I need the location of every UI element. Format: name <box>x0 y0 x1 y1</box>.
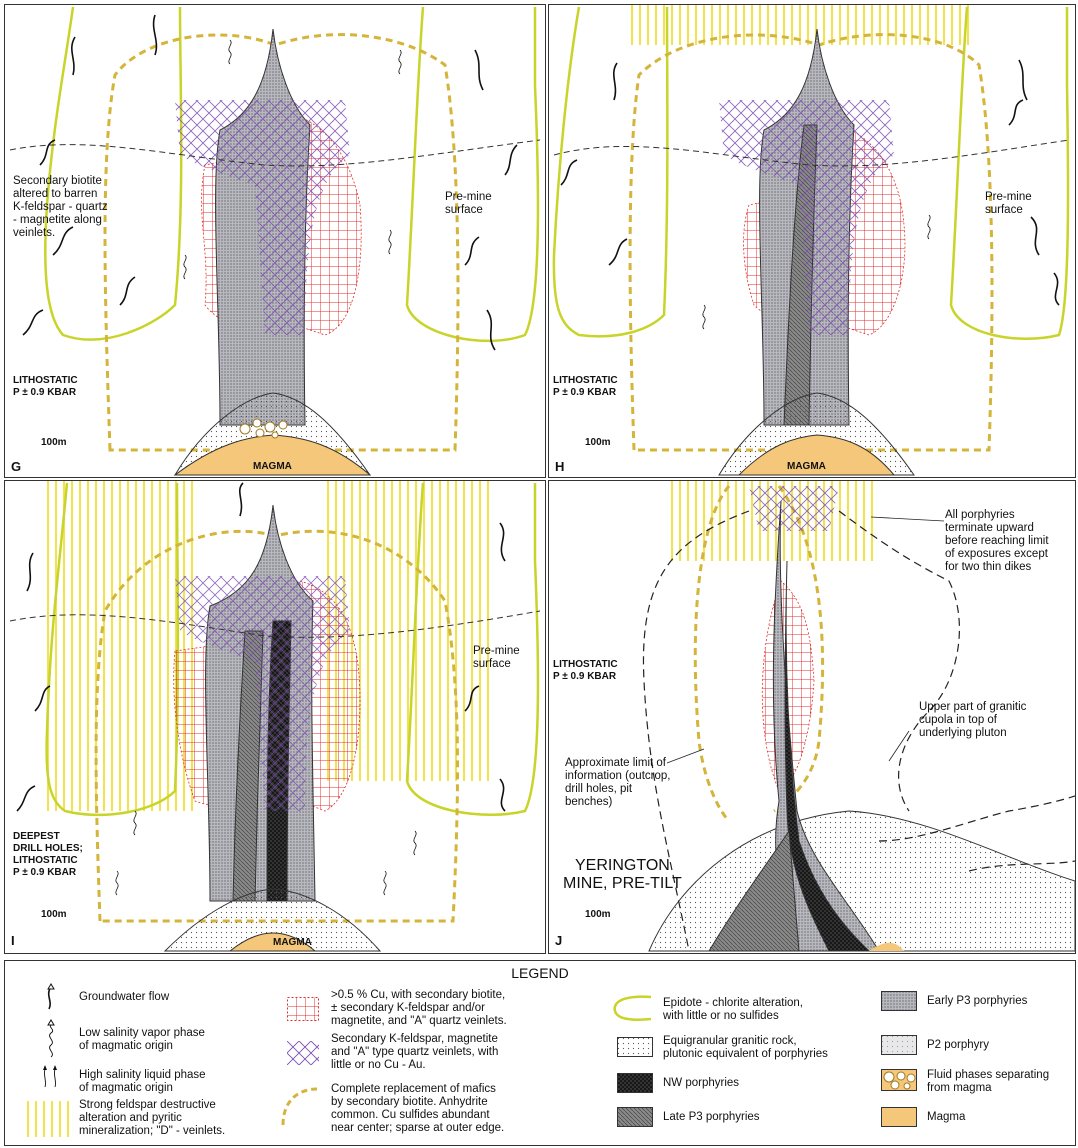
g-pressure-label: LITHOSTATIC P ± 0.9 KBAR <box>13 375 78 399</box>
legend-feldspar-label: Strong feldspar destructive alteration a… <box>79 1099 225 1138</box>
g-surface-label: Pre-mine surface <box>445 191 492 217</box>
j-porphyry-note: All porphyries terminate upward before r… <box>945 509 1049 574</box>
legend-liquid-label: High salinity liquid phase of magmatic o… <box>79 1069 206 1095</box>
magma-swatch <box>881 1107 917 1127</box>
legend-earlyp3-label: Early P3 porphyries <box>927 995 1027 1008</box>
p2-porphyry-swatch <box>881 1035 917 1055</box>
cu-grid-swatch <box>287 997 319 1021</box>
legend-title: LEGEND <box>5 965 1075 981</box>
i-pressure-label: DEEPEST DRILL HOLES; LITHOSTATIC P ± 0.9… <box>13 831 83 879</box>
epidote-outline-swatch <box>611 993 655 1023</box>
legend-nw-label: NW porphyries <box>663 1077 739 1090</box>
legend-groundwater-label: Groundwater flow <box>79 991 169 1004</box>
g-magma-label: MAGMA <box>253 461 292 473</box>
j-limit-note: Approximate limit of information (outcro… <box>565 757 670 809</box>
legend-vapor-label: Low salinity vapor phase of magmatic ori… <box>79 1027 205 1053</box>
legend-cu-label: >0.5 % Cu, with secondary biotite, ± sec… <box>331 989 507 1028</box>
panel-g-diagram <box>5 5 545 477</box>
g-biotite-note: Secondary biotite altered to barren K-fe… <box>13 175 108 240</box>
j-mine-title: YERINGTON MINE, PRE-TILT <box>563 857 682 893</box>
panel-j: All porphyries terminate upward before r… <box>548 480 1076 954</box>
h-magma-label: MAGMA <box>787 461 826 473</box>
legend-granitic-label: Equigranular granitic rock, plutonic equ… <box>663 1035 828 1061</box>
j-cupola-note: Upper part of granitic cupola in top of … <box>919 701 1026 740</box>
kfeldspar-crosshatch-swatch <box>287 1041 319 1065</box>
panel-h: Pre-mine surface LITHOSTATIC P ± 0.9 KBA… <box>548 4 1076 478</box>
i-scale-label: 100m <box>41 909 67 920</box>
i-panel-letter: I <box>11 933 15 948</box>
late-p3-swatch <box>617 1107 653 1127</box>
early-p3-swatch <box>881 991 917 1011</box>
j-scale-label: 100m <box>585 909 611 920</box>
liquid-arrows-icon <box>39 1061 63 1089</box>
groundwater-arrow-icon <box>41 983 61 1011</box>
i-magma-label: MAGMA <box>273 937 312 949</box>
i-surface-label: Pre-mine surface <box>473 645 520 671</box>
panel-i: Pre-mine surface DEEPEST DRILL HOLES; LI… <box>4 480 546 954</box>
legend-fluid-label: Fluid phases separating from magma <box>927 1069 1049 1095</box>
vapor-squiggle-icon <box>41 1019 61 1059</box>
legend-epidote-label: Epidote - chlorite alteration, with litt… <box>663 997 803 1023</box>
panel-h-diagram <box>549 5 1075 477</box>
h-pressure-label: LITHOSTATIC P ± 0.9 KBAR <box>553 375 618 399</box>
g-scale-label: 100m <box>41 437 67 448</box>
legend-magma-label: Magma <box>927 1111 965 1124</box>
feldspar-lines-swatch <box>25 1101 69 1137</box>
legend-biotite-label: Complete replacement of mafics by second… <box>331 1083 504 1135</box>
panel-g: Secondary biotite altered to barren K-fe… <box>4 4 546 478</box>
granitic-dots-swatch <box>617 1037 653 1057</box>
h-panel-letter: H <box>555 459 564 474</box>
biotite-dashed-swatch <box>279 1085 319 1129</box>
legend-latep3-label: Late P3 porphyries <box>663 1111 760 1124</box>
j-pressure-label: LITHOSTATIC P ± 0.9 KBAR <box>553 659 618 683</box>
fluid-bubbles-swatch <box>881 1069 917 1091</box>
legend-p2-label: P2 porphyry <box>927 1039 989 1052</box>
legend: LEGEND Groundwater flow Low salinity vap… <box>4 960 1076 1146</box>
panel-i-diagram <box>5 481 545 953</box>
j-panel-letter: J <box>555 933 562 948</box>
g-panel-letter: G <box>11 459 21 474</box>
nw-porphyry-swatch <box>617 1073 653 1093</box>
legend-kfeldspar-label: Secondary K-feldspar, magnetite and "A" … <box>331 1033 498 1072</box>
h-surface-label: Pre-mine surface <box>985 191 1032 217</box>
h-scale-label: 100m <box>585 437 611 448</box>
